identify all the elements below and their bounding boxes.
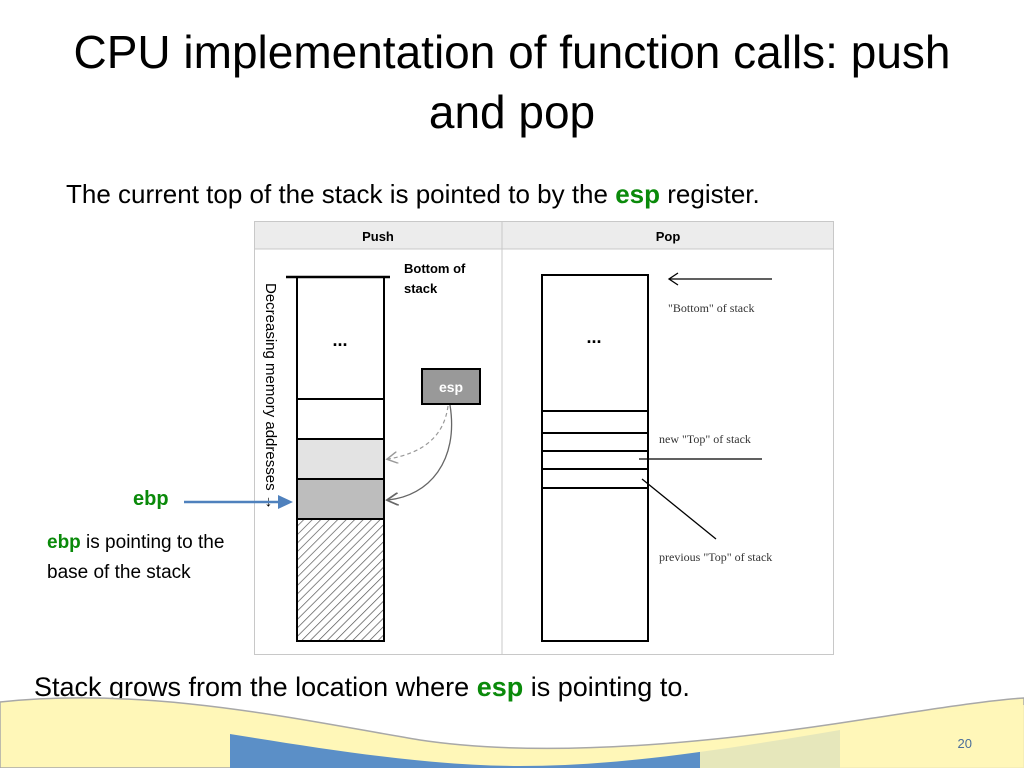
ebp-note: ebp is pointing to the base of the stack bbox=[47, 528, 247, 588]
push-ellipsis: ... bbox=[332, 330, 347, 350]
ebp-note-rest: is pointing to the base of the stack bbox=[47, 532, 225, 583]
push-bottom-label-2: stack bbox=[404, 281, 438, 296]
slide-number: 20 bbox=[957, 736, 972, 751]
push-side-label: Decreasing memory addresses → bbox=[262, 283, 279, 510]
pop-ellipsis: ... bbox=[586, 327, 601, 347]
slide-title: CPU implementation of function calls: pu… bbox=[73, 26, 951, 138]
push-bottom-label-1: Bottom of bbox=[404, 261, 466, 276]
intro-text: The current top of the stack is pointed … bbox=[66, 176, 760, 212]
push-header: Push bbox=[362, 229, 394, 244]
outro-after: is pointing to. bbox=[523, 672, 690, 702]
outro-before: Stack grows from the location where bbox=[34, 672, 477, 702]
ebp-note-highlight: ebp bbox=[47, 532, 81, 553]
push-cell-new bbox=[296, 438, 385, 480]
outro-esp-highlight: esp bbox=[476, 672, 524, 702]
push-cell-top bbox=[296, 478, 385, 520]
esp-box-label: esp bbox=[439, 379, 463, 395]
esp-box bbox=[421, 368, 481, 405]
pop-bottom-label: "Bottom" of stack bbox=[668, 301, 754, 315]
pop-header: Pop bbox=[656, 229, 681, 244]
esp-arrow-dashed bbox=[388, 405, 449, 459]
intro-esp-highlight: esp bbox=[615, 179, 661, 209]
outro-text: Stack grows from the location where esp … bbox=[34, 668, 690, 706]
pop-new-top-label: new "Top" of stack bbox=[659, 432, 751, 446]
intro-after: register. bbox=[660, 179, 760, 209]
intro-before: The current top of the stack is pointed … bbox=[66, 179, 616, 209]
push-cell-empty bbox=[296, 398, 385, 440]
pop-bottom-arrowhead bbox=[667, 272, 679, 286]
esp-arrow-solid bbox=[388, 404, 453, 500]
ebp-arrow bbox=[184, 495, 293, 509]
pop-stack bbox=[541, 274, 649, 642]
footer-wave bbox=[0, 697, 1024, 768]
push-cell-hatched bbox=[296, 518, 385, 642]
footer-wave-blue bbox=[230, 730, 840, 768]
pop-prev-top-label: previous "Top" of stack bbox=[659, 550, 772, 564]
ebp-label: ebp bbox=[133, 488, 169, 510]
stack-diagram: Push Pop ... Bottom of stack Decreasing … bbox=[254, 221, 834, 655]
pop-prev-top-pointer bbox=[641, 478, 717, 540]
figure-header-bar bbox=[255, 222, 833, 249]
